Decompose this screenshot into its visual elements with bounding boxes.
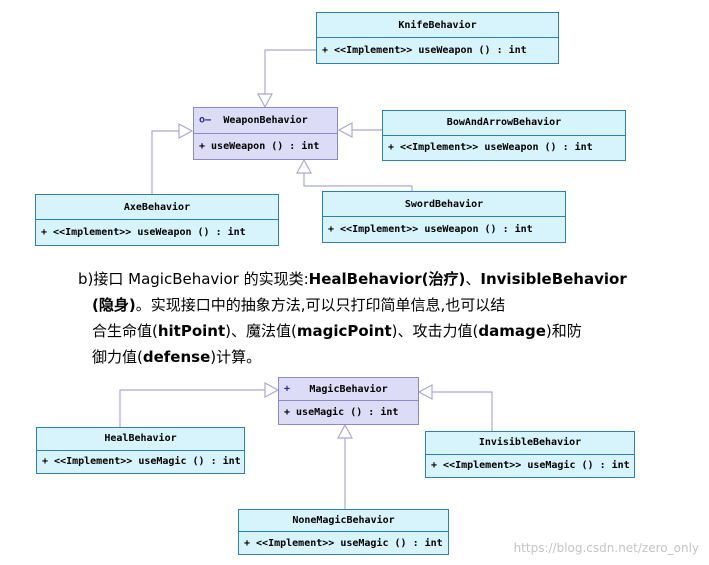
class-name: AxeBehavior [123,201,191,213]
heal-behavior-class[interactable]: HealBehavior + <<Implement>> useMagic ()… [36,427,245,474]
class-name: NoneMagicBehavior [292,515,395,526]
axe-arrowhead [178,122,194,140]
sword-realization-line [303,173,413,191]
class-name: InvisibleBehavior [478,437,582,449]
knife-behavior-class[interactable]: KnifeBehavior + <<Implement>> useWeapon … [316,12,559,64]
description-line-2: (隐身)。实现接口中的抽象方法,可以只打印简单信息,也可以结 [92,296,506,314]
class-method: + <<Implement>> useMagic () : int [244,537,443,549]
weapon-behavior-interface[interactable]: o— WeaponBehavior + useWeapon () : int [193,107,338,160]
description-text: b)接口 MagicBehavior 的实现类:HealBehavior(治疗)… [78,266,648,370]
interface-name: WeaponBehavior [223,114,308,126]
description-line-1: b)接口 MagicBehavior 的实现类:HealBehavior(治疗)… [78,270,627,288]
invisible-realization-line [432,391,493,431]
class-method: + <<Implement>> useWeapon () : int [388,142,593,154]
interface-icon: o— [199,114,212,126]
class-name: HealBehavior [104,433,177,445]
bow-and-arrow-behavior-class[interactable]: BowAndArrowBehavior + <<Implement>> useW… [382,110,626,161]
interface-method: + useMagic () : int [284,407,399,418]
bow-arrowhead [337,121,353,139]
heal-realization-line [119,389,265,427]
heal-arrowhead [264,381,280,399]
class-name: SwordBehavior [404,198,484,210]
knife-arrowhead [256,93,274,109]
axe-behavior-class[interactable]: AxeBehavior + <<Implement>> useWeapon ()… [35,194,279,246]
class-method: + <<Implement>> useWeapon () : int [41,227,246,238]
class-method: + <<Implement>> useWeapon () : int [328,224,533,235]
class-method: + <<Implement>> useWeapon () : int [322,45,527,56]
axe-realization-line [151,130,179,194]
class-name: KnifeBehavior [398,19,477,31]
description-line-4: 御力值(defense)计算。 [92,348,262,366]
nonemagic-arrowhead [336,423,354,439]
class-name: BowAndArrowBehavior [446,117,562,129]
knife-realization-line [264,49,316,94]
interface-method: + useWeapon () : int [199,140,320,152]
sword-behavior-class[interactable]: SwordBehavior + <<Implement>> useWeapon … [322,191,566,243]
description-line-3: 合生命值(hitPoint)、魔法值(magicPoint)、攻击力值(dama… [92,322,582,340]
none-magic-behavior-class[interactable]: NoneMagicBehavior + <<Implement>> useMag… [238,509,449,555]
invisible-arrowhead [417,383,433,401]
magic-behavior-interface[interactable]: + MagicBehavior + useMagic () : int [278,377,419,425]
sword-arrowhead [295,158,313,174]
class-method: + <<Implement>> useMagic () : int [42,456,241,468]
class-method: + <<Implement>> useMagic () : int [431,460,630,472]
interface-name: MagicBehavior [309,383,388,395]
invisible-behavior-class[interactable]: InvisibleBehavior + <<Implement>> useMag… [425,431,635,478]
interface-icon: + [284,383,291,395]
watermark-text: https://blog.csdn.net/zero_only [513,541,699,555]
